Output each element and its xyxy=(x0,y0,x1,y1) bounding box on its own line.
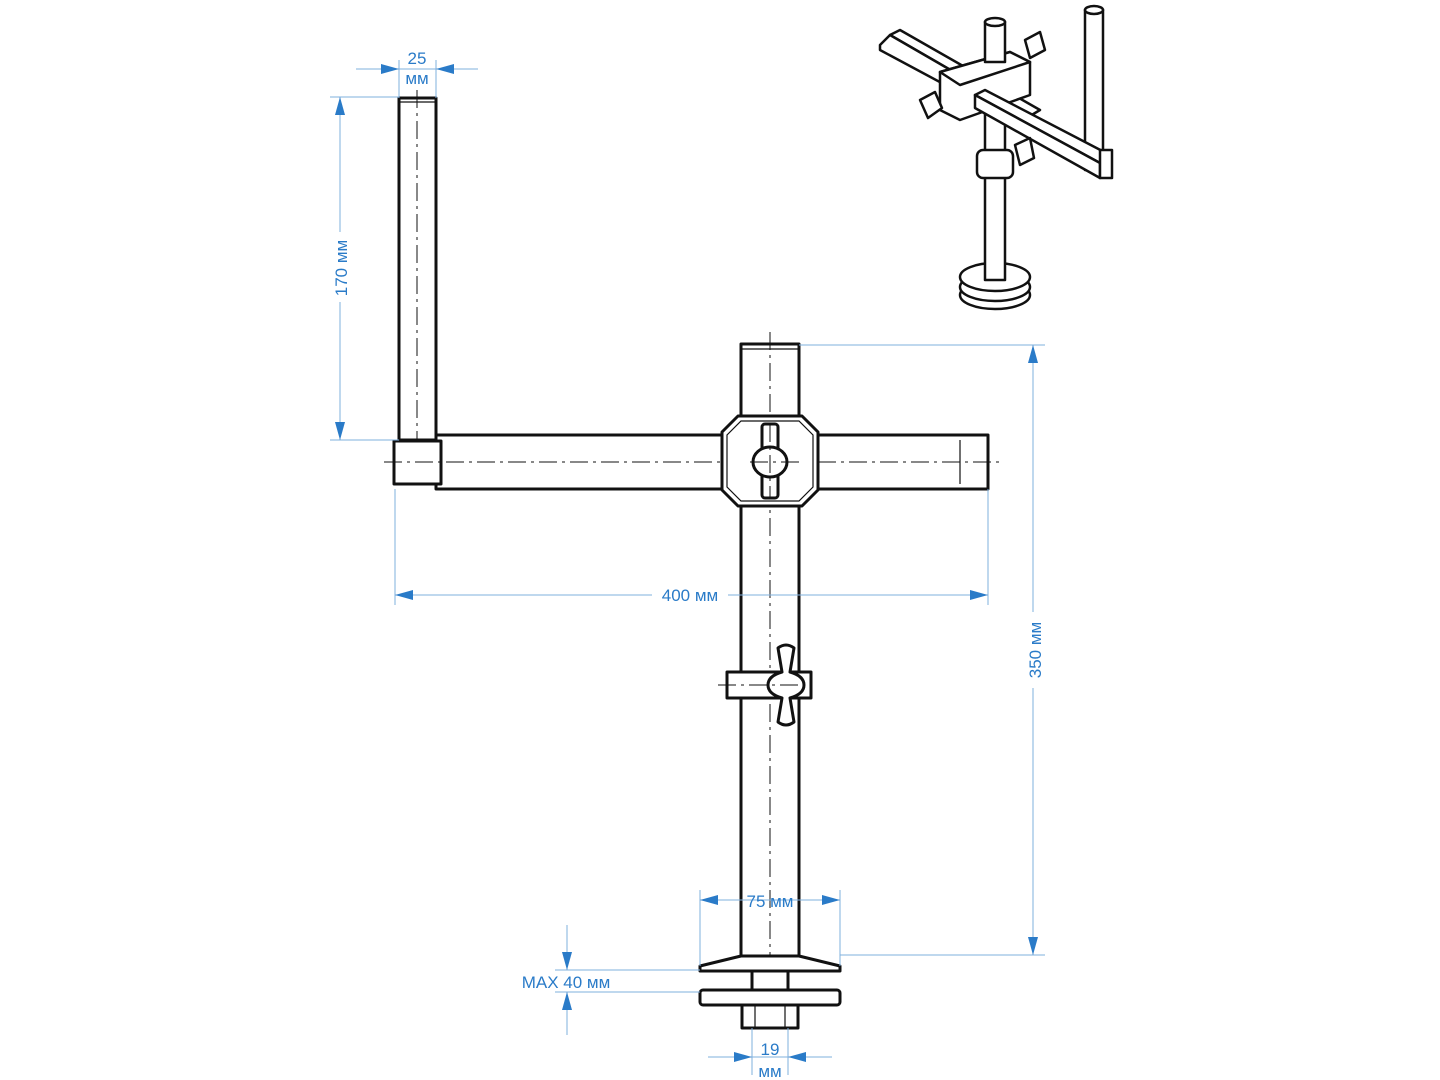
dimension-label-170: 170 мм xyxy=(332,240,351,296)
dimension-unit-19: мм xyxy=(758,1062,781,1080)
cross-clamp xyxy=(720,414,820,508)
dimension-clamp-max: MAX 40 мм xyxy=(512,925,700,1035)
horizontal-arm xyxy=(384,433,1000,491)
dimension-upright-height: 170 мм xyxy=(330,96,399,441)
dimension-label-350: 350 мм xyxy=(1026,622,1045,678)
dimension-label-75: 75 мм xyxy=(746,892,793,911)
base-clamp xyxy=(698,954,842,1030)
dimension-tube-diameter: 25 мм xyxy=(356,49,478,98)
dimension-arm-length: 400 мм xyxy=(394,489,989,606)
isometric-view xyxy=(878,4,1114,311)
upright-tube xyxy=(397,90,438,442)
dimension-label-19: 19 xyxy=(761,1040,780,1059)
dimension-post-height: 350 мм xyxy=(799,344,1045,956)
dimension-label-400: 400 мм xyxy=(662,586,718,605)
collar-with-wing-screw xyxy=(718,643,813,727)
dimension-label-max-40: MAX 40 мм xyxy=(522,973,611,992)
dimension-base-diameter: 75 мм xyxy=(699,890,841,966)
dimension-label-25: 25 xyxy=(408,49,427,68)
dimension-unit-25: мм xyxy=(405,69,428,88)
dimension-bolt-diameter: 19 мм xyxy=(708,1028,832,1080)
